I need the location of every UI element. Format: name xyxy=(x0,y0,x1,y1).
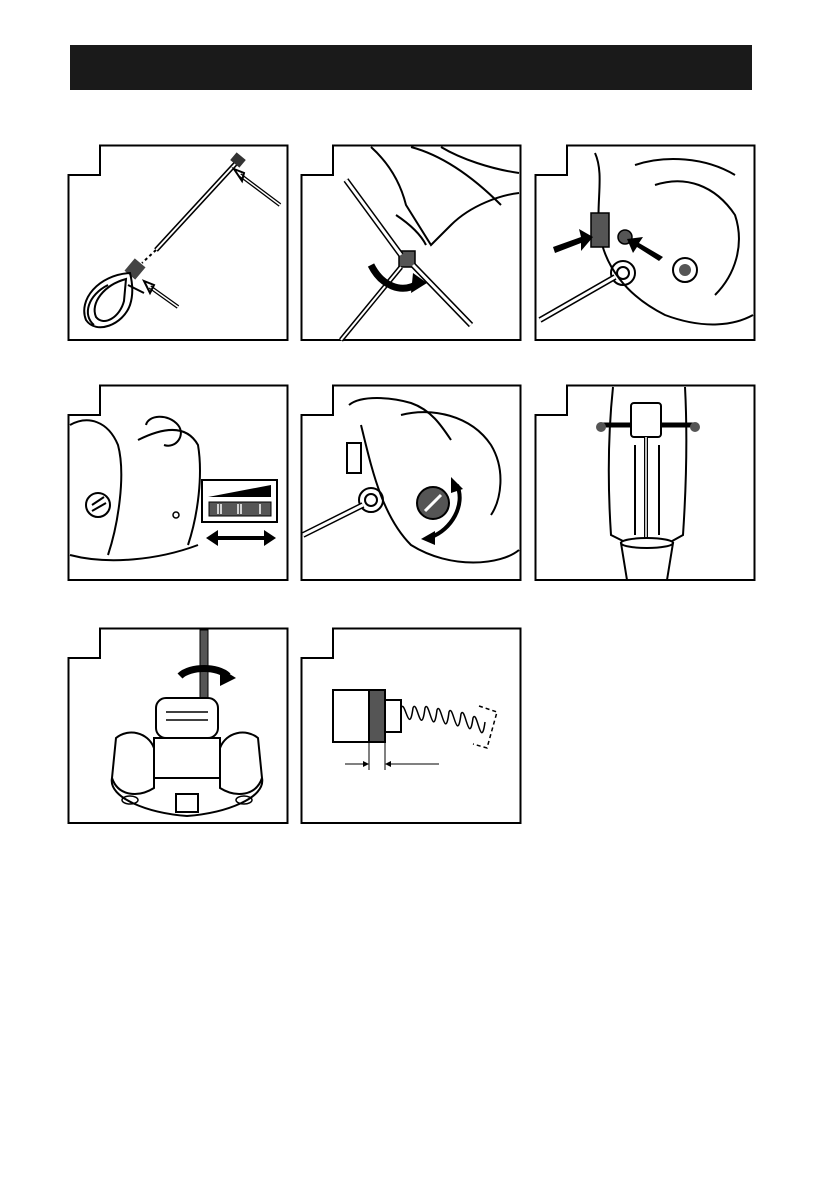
figure-panel-7 xyxy=(68,628,288,823)
figure-panel-1 xyxy=(68,145,288,340)
section-title-bar xyxy=(70,45,752,90)
section-title xyxy=(70,59,84,76)
brush-cap-illustration xyxy=(68,628,288,823)
operator-mixing-illustration xyxy=(535,385,755,580)
carbon-brush-illustration xyxy=(301,628,521,823)
tighten-paddle-illustration xyxy=(301,145,521,340)
speed-control-illustration xyxy=(68,385,288,580)
figure-panel-8 xyxy=(301,628,521,823)
spindle-lock-illustration xyxy=(535,145,755,340)
figure-panel-2 xyxy=(301,145,521,340)
figure-panel-4 xyxy=(68,385,288,580)
figure-panel-5 xyxy=(301,385,521,580)
paddle-and-spanners-illustration xyxy=(68,145,288,340)
gear-selector-illustration xyxy=(301,385,521,580)
figure-panel-3 xyxy=(535,145,755,340)
figure-panel-6 xyxy=(535,385,755,580)
